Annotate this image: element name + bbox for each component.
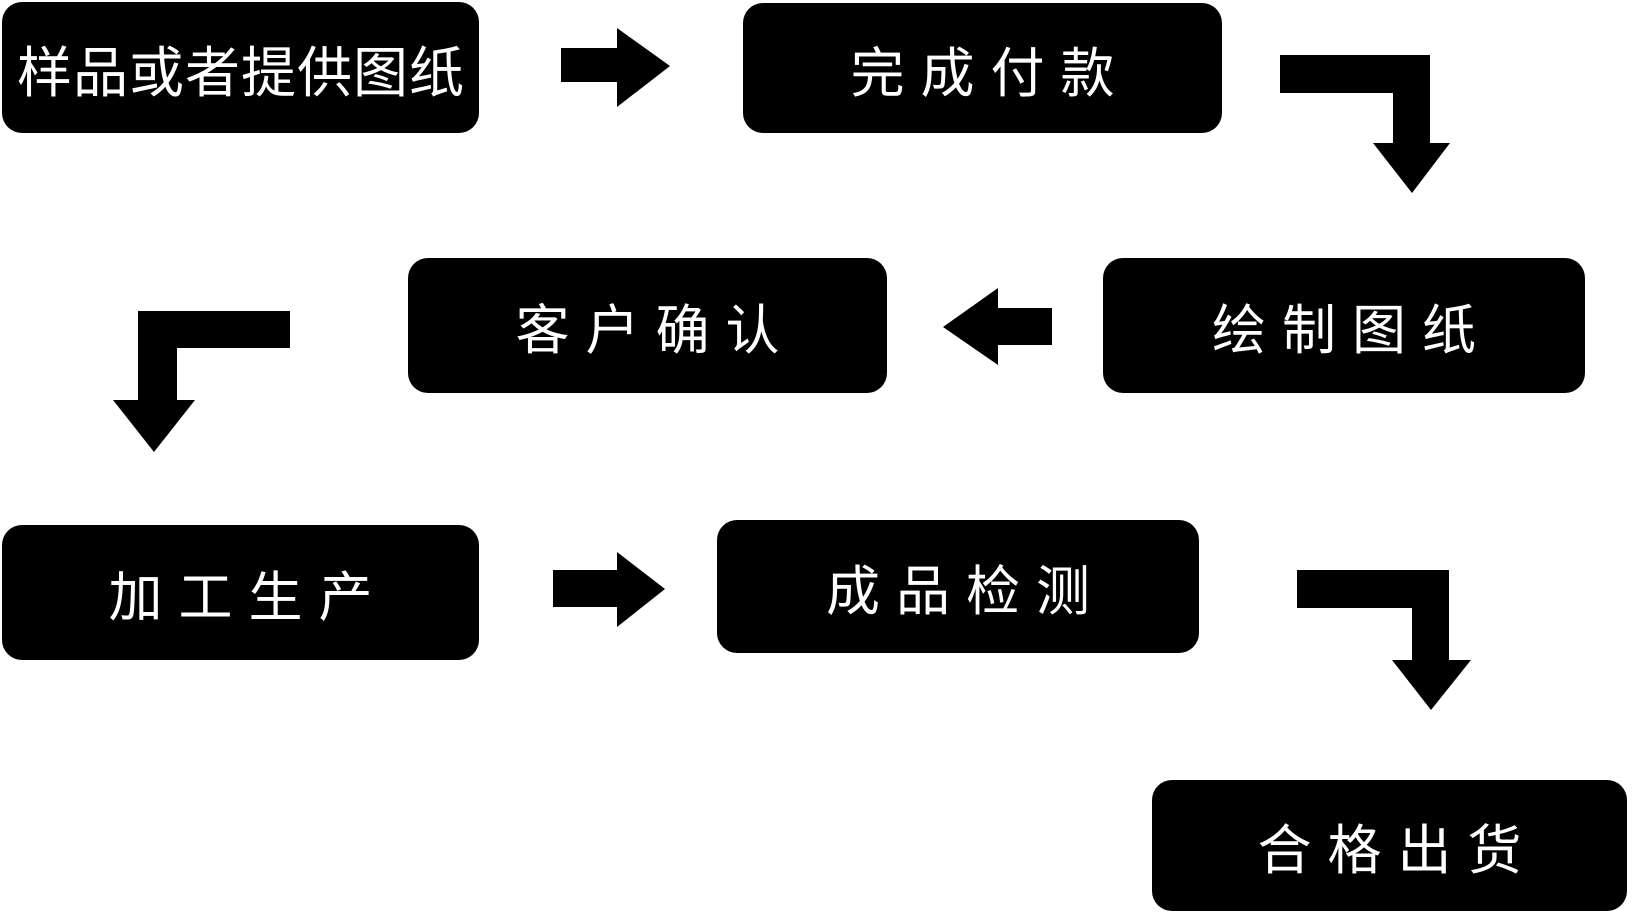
arrow-shape <box>113 311 290 452</box>
elbow-arrow-down-payment-to-draw <box>1280 55 1450 193</box>
elbow-arrow-down-confirm-to-produce <box>113 311 290 452</box>
arrow-right-produce-to-inspect <box>553 552 665 627</box>
node-qualified-shipment: 合格出货 <box>1152 780 1627 911</box>
node-complete-payment: 完成付款 <box>743 3 1222 133</box>
node-sample-or-drawings: 样品或者提供图纸 <box>2 2 479 133</box>
arrow-left-draw-to-confirm <box>943 288 1052 365</box>
node-finished-product-inspection: 成品检测 <box>717 520 1199 653</box>
arrow-right-sample-to-payment <box>561 28 670 107</box>
arrow-shape <box>553 552 665 627</box>
arrow-shape <box>943 288 1052 365</box>
arrow-shape <box>1280 55 1450 193</box>
arrow-shape <box>1297 570 1471 710</box>
arrow-shape <box>561 28 670 107</box>
node-draw-drawings: 绘制图纸 <box>1103 258 1585 393</box>
node-customer-confirm: 客户确认 <box>408 258 887 393</box>
node-processing-production: 加工生产 <box>2 525 479 660</box>
elbow-arrow-down-inspect-to-ship <box>1297 570 1471 710</box>
